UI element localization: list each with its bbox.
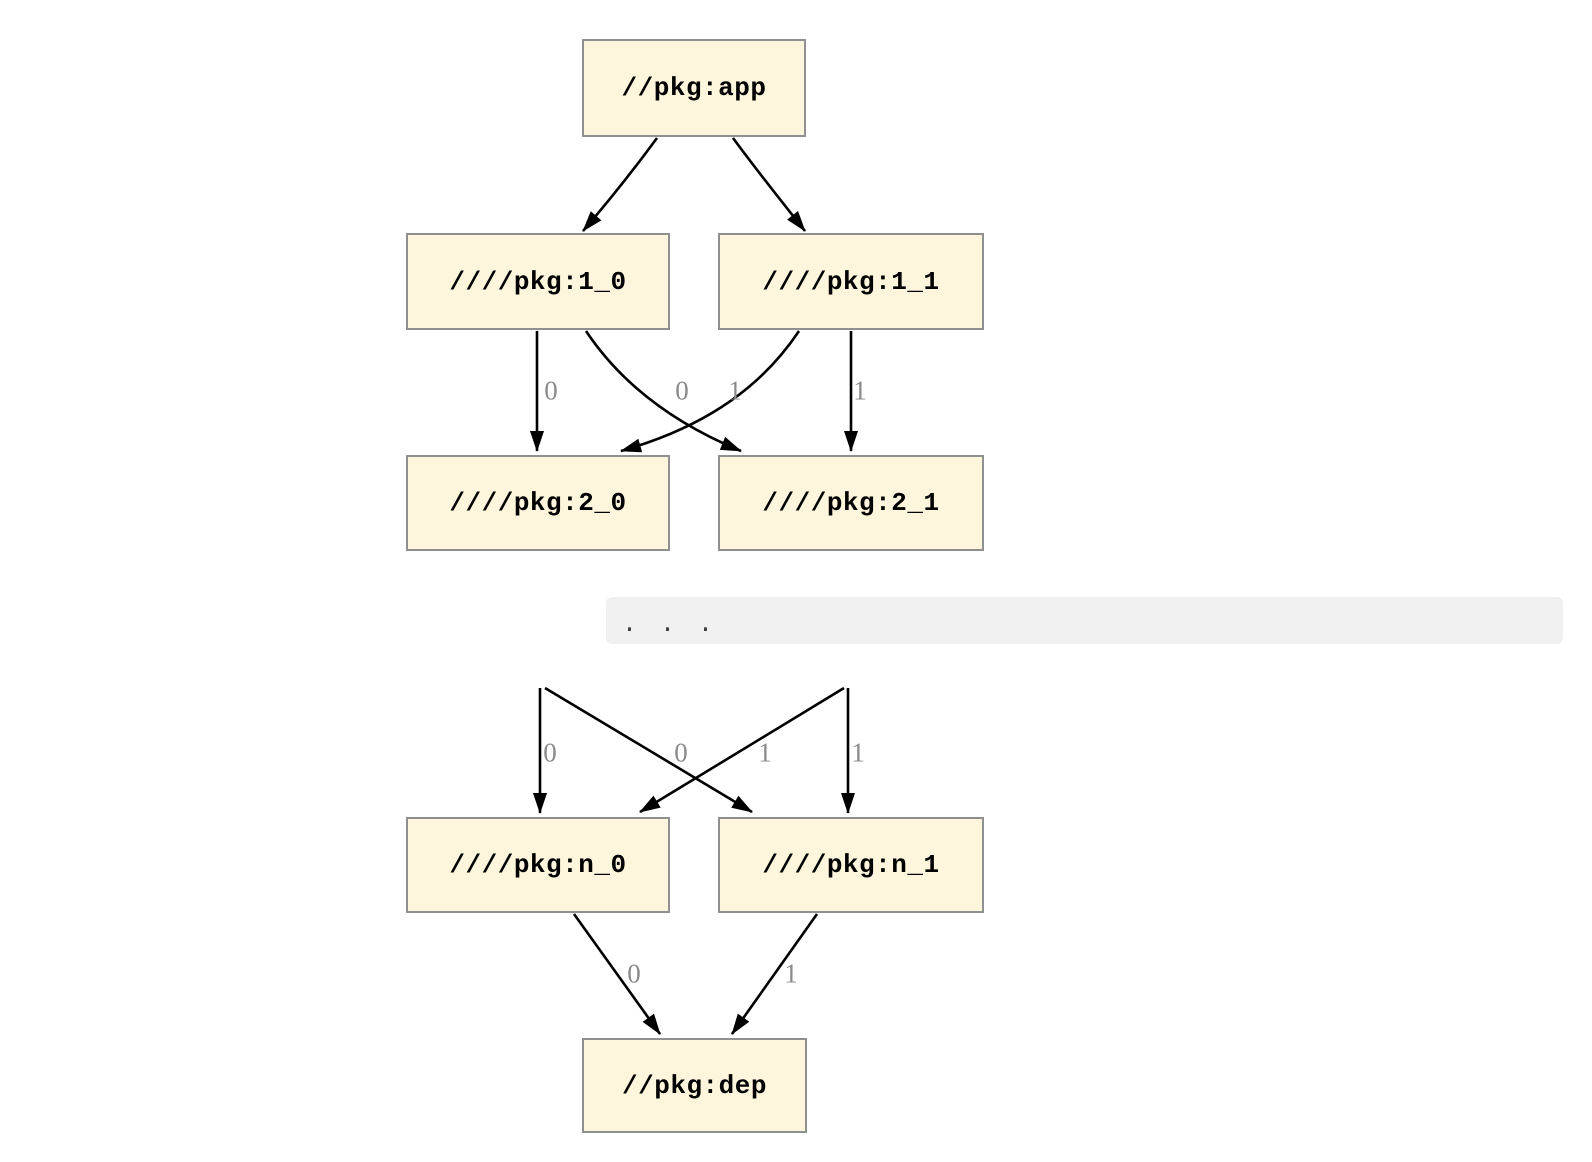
node-n_1: ////pkg:n_1 [718, 817, 984, 913]
edge-7-ellipsis-to-n_1 [544, 686, 753, 814]
edge-label-3: 1 [728, 375, 742, 406]
edge-label-9: 1 [851, 737, 865, 768]
edge-label-7: 1 [758, 737, 772, 768]
edge-0-app-to-1_0 [582, 137, 659, 232]
node-app: //pkg:app [582, 39, 806, 137]
edge-label-8: 0 [674, 737, 688, 768]
ellipsis-text: . . . [622, 610, 718, 639]
node-dep: //pkg:dep [582, 1038, 807, 1133]
edge-3-1_0-to-2_1 [584, 330, 742, 453]
node-1_1: ////pkg:1_1 [718, 233, 984, 330]
edge-4-1_1-to-2_0 [620, 330, 801, 453]
edge-8-ellipsis-to-n_0 [639, 686, 845, 814]
edge-label-4: 0 [675, 375, 689, 406]
node-2_0: ////pkg:2_0 [406, 455, 670, 551]
edge-label-11: 1 [784, 958, 798, 989]
edge-label-5: 1 [853, 375, 867, 406]
edge-10-n_0-to-dep [572, 913, 662, 1035]
node-n_0: ////pkg:n_0 [406, 817, 670, 913]
ellipsis-band: . . . [606, 597, 1563, 644]
edge-1-app-to-1_1 [731, 137, 807, 232]
edge-11-n_1-to-dep [730, 913, 819, 1035]
edge-label-2: 0 [544, 375, 558, 406]
edge-label-10: 0 [627, 958, 641, 989]
node-1_0: ////pkg:1_0 [406, 233, 670, 330]
node-2_1: ////pkg:2_1 [718, 455, 984, 551]
edge-label-6: 0 [543, 737, 557, 768]
